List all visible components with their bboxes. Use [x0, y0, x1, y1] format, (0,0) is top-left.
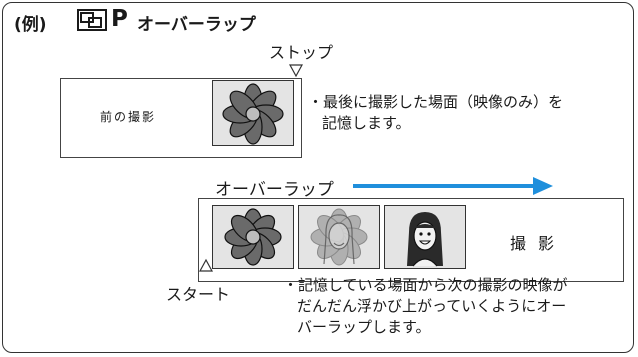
start-marker-icon: [198, 258, 214, 272]
note-bottom-line-2: だんだん浮かび上がっていくようにオー: [297, 297, 567, 315]
previous-recording-label: 前の撮影: [100, 110, 157, 124]
stored-scene-frame: [212, 205, 294, 269]
page-title: オーバーラップ: [137, 15, 256, 35]
recording-label: 撮影: [510, 234, 567, 253]
note-top: ・最後に撮影した場面（映像のみ）を 記憶します。: [308, 92, 563, 134]
flower-picture-icon: [224, 208, 282, 266]
note-bottom: ・記憶している場面から次の撮影の映像が だんだん浮かび上がっていくようにオー バ…: [283, 275, 568, 338]
last-scene-frame: [212, 80, 294, 146]
arrow-right-icon: [533, 177, 553, 195]
note-top-line-1: ・最後に撮影した場面（映像のみ）を: [308, 93, 564, 111]
mode-letter: P: [111, 6, 128, 32]
note-bottom-line-1: ・記憶している場面から次の撮影の映像が: [283, 276, 568, 294]
example-label: (例): [14, 15, 47, 35]
note-bottom-line-3: バーラップします。: [297, 318, 431, 336]
blended-picture-icon: [310, 208, 368, 266]
stop-marker-icon: [288, 64, 304, 78]
flower-picture-icon: [222, 83, 284, 145]
stop-label: ストップ: [269, 43, 334, 62]
girl-portrait-icon: [407, 212, 443, 267]
note-top-line-2: 記憶します。: [322, 114, 411, 132]
start-label: スタート: [166, 285, 231, 304]
blending-scene-frame: [298, 205, 380, 269]
new-scene-frame: [384, 205, 466, 269]
overlap-mode-icon: [77, 9, 107, 31]
diagram-frame: [2, 2, 634, 353]
overlap-label: オーバーラップ: [215, 180, 334, 200]
